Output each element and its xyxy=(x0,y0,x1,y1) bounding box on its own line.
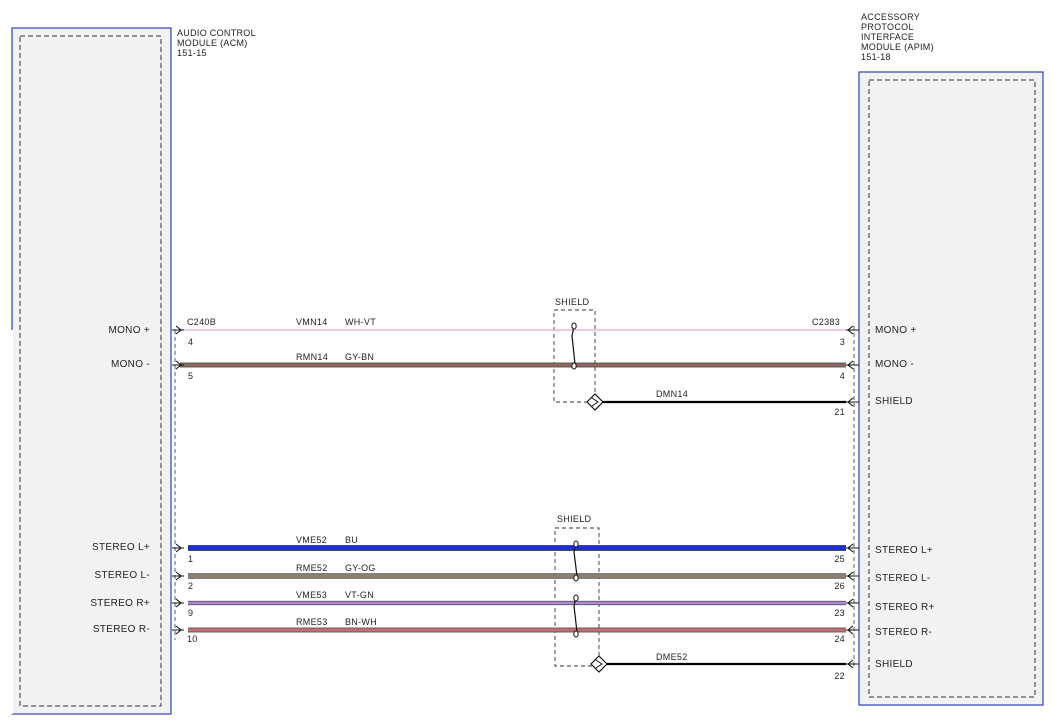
right-module-name-line2: PROTOCOL xyxy=(861,22,914,32)
wire-color-label: VT-GN xyxy=(345,590,375,600)
twist-marker-stereo-r xyxy=(573,594,579,638)
left-pin-label-stereo-r-minus: STEREO R- xyxy=(92,624,150,635)
left-module-name-line2: MODULE (ACM) xyxy=(177,38,248,48)
shield-label: SHIELD xyxy=(557,514,592,524)
right-pin-label-stereo-l-plus: STEREO L+ xyxy=(875,545,933,556)
wire-color-label: BU xyxy=(345,535,359,545)
right-module-box xyxy=(858,71,1044,706)
left-connector-arrow xyxy=(172,325,184,335)
left-module-id: 151-15 xyxy=(177,48,207,58)
right-connector-arrow xyxy=(846,659,859,669)
wire-circuit-label: DMN14 xyxy=(656,389,689,399)
wire-circuit-label: RMN14 xyxy=(296,352,329,362)
right-pin-label-mono-plus: MONO + xyxy=(875,325,917,336)
right-pin-number: 24 xyxy=(834,634,845,644)
shield-label: SHIELD xyxy=(555,297,590,307)
right-connector-arrow xyxy=(846,543,859,553)
left-pin-number: 4 xyxy=(188,337,194,347)
shield-drain-stereo xyxy=(590,655,608,673)
right-connector-name: C2383 xyxy=(812,317,841,327)
left-pin-label-mono-minus: MONO - xyxy=(110,359,150,370)
twist-marker-stereo-l xyxy=(573,540,579,582)
left-connector-arrow xyxy=(172,543,184,553)
right-module-name-line3: INTERFACE xyxy=(861,32,915,42)
shield-box-mono xyxy=(553,309,596,403)
right-pin-number: 25 xyxy=(834,554,845,564)
left-pin-number: 5 xyxy=(188,371,194,381)
left-connector-arrow xyxy=(172,625,184,635)
wire-circuit-label: RME53 xyxy=(296,617,328,627)
right-connector-arrow xyxy=(846,360,859,370)
right-pin-number: 23 xyxy=(834,608,845,618)
right-module-name-line4: MODULE (APIM) xyxy=(861,42,934,52)
right-connector-arrow xyxy=(846,397,859,407)
left-connector-arrow xyxy=(172,598,184,608)
left-connector-arrow xyxy=(172,571,184,581)
right-connector-arrow xyxy=(846,598,859,608)
left-connector-name: C240B xyxy=(187,317,217,327)
wire-color-label: WH-VT xyxy=(345,317,376,327)
wire-color-label: GY-OG xyxy=(345,563,376,573)
wire-circuit-label: VME53 xyxy=(296,590,328,600)
right-module-name-line1: ACCESSORY xyxy=(861,12,921,22)
left-pin-number: 1 xyxy=(188,554,194,564)
wire-color-label: BN-WH xyxy=(345,617,377,627)
shield-box-stereo xyxy=(554,527,600,667)
shield-drain-mono xyxy=(586,393,604,411)
right-pin-number: 22 xyxy=(834,671,845,681)
right-pin-label-mono-minus: MONO - xyxy=(875,359,915,370)
wire-color-label: GY-BN xyxy=(345,352,375,362)
right-connector-arrow xyxy=(846,571,859,581)
left-pin-label-stereo-r-plus: STEREO R+ xyxy=(90,598,150,609)
left-pin-number: 10 xyxy=(187,634,198,644)
wire-circuit-label: VMN14 xyxy=(296,317,328,327)
wire-circuit-label: DME52 xyxy=(656,652,688,662)
left-pin-number: 9 xyxy=(188,608,194,618)
wire-circuit-label: VME52 xyxy=(296,535,328,545)
left-module-title: AUDIO CONTROL MODULE (ACM) 151-15 xyxy=(177,28,256,58)
right-connector-arrow xyxy=(846,625,859,635)
right-pin-number: 3 xyxy=(839,337,845,347)
right-module-title: ACCESSORY PROTOCOL INTERFACE MODULE (API… xyxy=(861,12,934,62)
right-connector-arrow xyxy=(846,325,859,335)
wire-circuit-label: RME52 xyxy=(296,563,328,573)
left-pin-label-stereo-l-plus: STEREO L+ xyxy=(92,542,150,553)
right-pin-label-stereo-r-minus: STEREO R- xyxy=(875,627,933,638)
left-module-box xyxy=(3,27,172,715)
twist-marker-mono xyxy=(571,322,577,370)
right-pin-label-stereo-l-minus: STEREO L- xyxy=(875,573,931,584)
right-pin-label-shield: SHIELD xyxy=(875,659,913,670)
right-module-id: 151-18 xyxy=(861,52,891,62)
right-pin-number: 21 xyxy=(834,407,845,417)
right-pin-label-stereo-r-plus: STEREO R+ xyxy=(875,602,935,613)
left-module-name-line1: AUDIO CONTROL xyxy=(177,28,256,38)
left-pin-number: 2 xyxy=(188,581,194,591)
right-pin-label-shield: SHIELD xyxy=(875,396,913,407)
right-pin-number: 4 xyxy=(839,371,845,381)
left-connector-arrow xyxy=(172,360,184,370)
right-pin-number: 26 xyxy=(834,581,845,591)
left-pin-label-mono-plus: MONO + xyxy=(108,325,150,336)
left-pin-label-stereo-l-minus: STEREO L- xyxy=(94,570,150,581)
